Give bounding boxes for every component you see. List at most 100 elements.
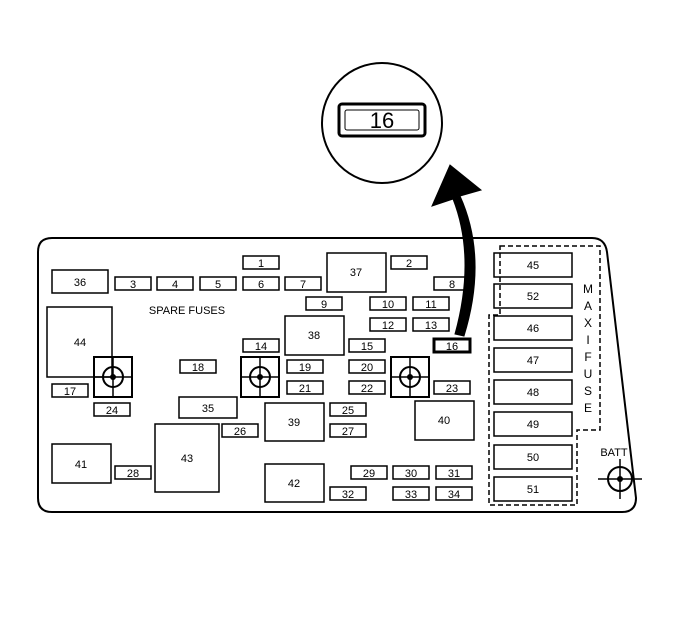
fuse-14: 14 bbox=[242, 338, 280, 353]
callout-magnifier: 16 bbox=[321, 62, 443, 184]
svg-text:20: 20 bbox=[361, 362, 373, 374]
batt-label: BATT bbox=[600, 447, 628, 459]
svg-text:38: 38 bbox=[308, 330, 320, 342]
svg-text:2: 2 bbox=[406, 258, 412, 270]
svg-text:28: 28 bbox=[127, 468, 139, 480]
mounting-stud-center bbox=[240, 356, 280, 398]
fuse-1: 1 bbox=[242, 255, 280, 270]
fuse-34: 34 bbox=[435, 486, 473, 501]
svg-text:29: 29 bbox=[363, 468, 375, 480]
svg-text:18: 18 bbox=[192, 362, 204, 374]
svg-text:49: 49 bbox=[527, 419, 539, 431]
fuse-31: 31 bbox=[435, 465, 473, 480]
svg-text:5: 5 bbox=[215, 279, 221, 291]
svg-text:39: 39 bbox=[288, 417, 300, 429]
svg-text:40: 40 bbox=[438, 415, 450, 427]
svg-text:1: 1 bbox=[258, 258, 264, 270]
fuse-21: 21 bbox=[286, 380, 324, 395]
mounting-stud-right bbox=[390, 356, 430, 398]
svg-text:43: 43 bbox=[181, 453, 193, 465]
fuse-28: 28 bbox=[114, 465, 152, 480]
svg-text:26: 26 bbox=[234, 426, 246, 438]
maxi-fuse-46: 46 bbox=[493, 315, 573, 341]
fuse-17: 17 bbox=[51, 383, 89, 398]
maxi-letter-i1: I bbox=[586, 333, 589, 347]
fuse-15: 15 bbox=[348, 338, 386, 353]
svg-text:3: 3 bbox=[130, 279, 136, 291]
svg-text:47: 47 bbox=[527, 355, 539, 367]
svg-text:51: 51 bbox=[527, 484, 539, 496]
maxi-fuse-50: 50 bbox=[493, 444, 573, 470]
maxi-fuse-52: 52 bbox=[493, 283, 573, 309]
svg-text:15: 15 bbox=[361, 341, 373, 353]
relay-39: 39 bbox=[264, 402, 325, 442]
callout-arrow bbox=[431, 164, 483, 337]
svg-text:19: 19 bbox=[299, 362, 311, 374]
maxi-letter-a: A bbox=[584, 299, 592, 313]
svg-text:45: 45 bbox=[527, 260, 539, 272]
svg-text:14: 14 bbox=[255, 341, 267, 353]
relay-38: 38 bbox=[284, 315, 345, 356]
maxi-letter-u: U bbox=[584, 367, 593, 381]
fuse-11: 11 bbox=[412, 296, 450, 311]
relay-35: 35 bbox=[178, 396, 238, 419]
svg-text:8: 8 bbox=[449, 279, 455, 291]
fuse-26: 26 bbox=[221, 423, 259, 438]
svg-text:9: 9 bbox=[321, 299, 327, 311]
svg-text:46: 46 bbox=[527, 323, 539, 335]
relay-42: 42 bbox=[264, 463, 325, 503]
relay-40: 40 bbox=[414, 400, 475, 441]
svg-text:44: 44 bbox=[74, 337, 86, 349]
fuse-13: 13 bbox=[412, 317, 450, 332]
svg-text:27: 27 bbox=[342, 426, 354, 438]
svg-text:12: 12 bbox=[382, 320, 394, 332]
spare-fuses-label: SPARE FUSES bbox=[149, 305, 225, 317]
fuse-block-outline bbox=[37, 237, 638, 513]
fuse-8: 8 bbox=[433, 276, 471, 291]
svg-text:52: 52 bbox=[527, 291, 539, 303]
svg-text:42: 42 bbox=[288, 478, 300, 490]
fuse-6: 6 bbox=[242, 276, 280, 291]
svg-text:22: 22 bbox=[361, 383, 373, 395]
svg-text:4: 4 bbox=[172, 279, 178, 291]
svg-text:30: 30 bbox=[405, 468, 417, 480]
fuse-5: 5 bbox=[199, 276, 237, 291]
svg-text:21: 21 bbox=[299, 383, 311, 395]
fuse-2: 2 bbox=[390, 255, 428, 270]
maxi-letter-s: S bbox=[584, 384, 592, 398]
fuse-32: 32 bbox=[329, 486, 367, 501]
svg-text:11: 11 bbox=[425, 299, 436, 311]
fuse-29: 29 bbox=[350, 465, 388, 480]
svg-text:32: 32 bbox=[342, 489, 354, 501]
svg-text:17: 17 bbox=[64, 386, 76, 398]
fuse-3: 3 bbox=[114, 276, 152, 291]
relay-41: 41 bbox=[51, 443, 112, 484]
svg-text:41: 41 bbox=[75, 459, 87, 471]
svg-text:34: 34 bbox=[448, 489, 460, 501]
svg-text:6: 6 bbox=[258, 279, 264, 291]
svg-text:37: 37 bbox=[350, 267, 362, 279]
fuse-22: 22 bbox=[348, 380, 386, 395]
fuse-27: 27 bbox=[329, 423, 367, 438]
maxi-fuse-47: 47 bbox=[493, 347, 573, 373]
fuse-18: 18 bbox=[179, 359, 217, 374]
fuse-20: 20 bbox=[348, 359, 386, 374]
relay-43: 43 bbox=[154, 423, 220, 493]
relay-37: 37 bbox=[326, 252, 387, 293]
svg-text:10: 10 bbox=[382, 299, 394, 311]
fuse-25: 25 bbox=[329, 402, 367, 417]
svg-text:35: 35 bbox=[202, 403, 214, 415]
maxi-fuse-49: 49 bbox=[493, 411, 573, 437]
fuse-7: 7 bbox=[284, 276, 322, 291]
fuse-24: 24 bbox=[93, 402, 131, 417]
fuse-30: 30 bbox=[392, 465, 430, 480]
relay-36: 36 bbox=[51, 269, 109, 294]
maxi-fuse-48: 48 bbox=[493, 379, 573, 405]
svg-text:36: 36 bbox=[74, 277, 86, 289]
maxi-letter-e: E bbox=[584, 401, 592, 415]
maxi-fuse-51: 51 bbox=[493, 476, 573, 502]
fuse-12: 12 bbox=[369, 317, 407, 332]
svg-text:48: 48 bbox=[527, 387, 539, 399]
fuse-10: 10 bbox=[369, 296, 407, 311]
